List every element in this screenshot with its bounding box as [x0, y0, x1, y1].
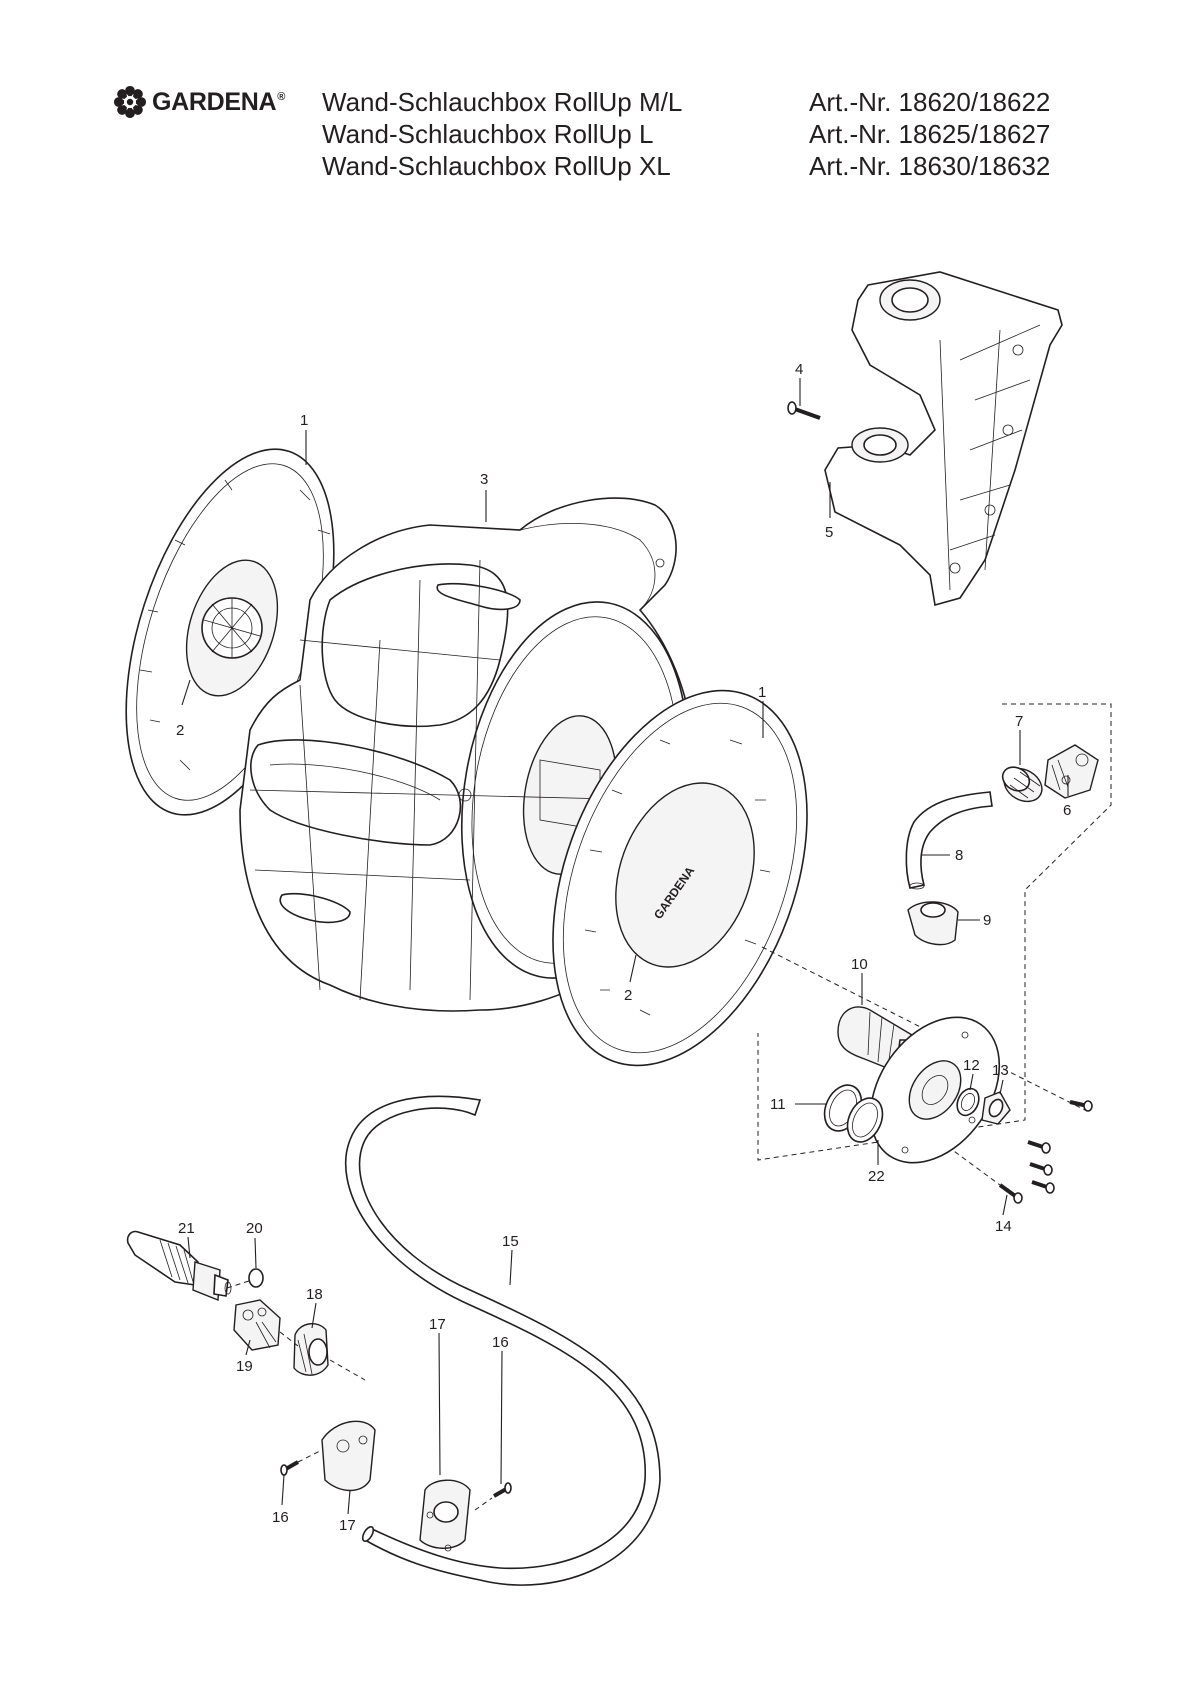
part-label: 2: [624, 987, 632, 1004]
part-label: 13: [992, 1062, 1009, 1079]
part-number-labels: 1 2 3 4 5 1 2 7 6 8 9 10 11 12 13 14 22 …: [176, 361, 1071, 1534]
product-name: Wand-Schlauchbox RollUp XL: [322, 151, 671, 181]
part-label: 16: [492, 1334, 509, 1351]
part-label: 10: [851, 956, 868, 973]
product-name: Wand-Schlauchbox RollUp L: [322, 119, 654, 149]
small-screws-drawing: [998, 1100, 1093, 1204]
small-o-ring-drawing: [248, 1268, 264, 1288]
part-label: 3: [480, 471, 488, 488]
coupling-nut-drawing: [1001, 766, 1043, 803]
product-name: Wand-Schlauchbox RollUp M/L: [322, 87, 683, 117]
brand-name: GARDENA®: [152, 87, 286, 116]
flange-plate-drawing: [869, 1016, 1001, 1164]
part-label: 21: [178, 1220, 195, 1237]
part-label: 9: [983, 912, 991, 929]
part-label: 12: [963, 1057, 980, 1074]
side-cover-right-drawing: GARDENA: [552, 689, 808, 1067]
article-number: Art.-Nr. 18625/18627: [809, 119, 1051, 149]
hose-coupling-nut-drawing: [293, 1323, 329, 1376]
part-label: 22: [868, 1168, 885, 1185]
part-label: 1: [758, 684, 766, 701]
part-label: 4: [795, 361, 803, 378]
article-number: Art.-Nr. 18620/18622: [809, 87, 1051, 117]
hose-clamp-lower-drawing: [321, 1420, 376, 1492]
gardena-flower-icon: [114, 86, 146, 118]
part-label: 7: [1015, 713, 1023, 730]
part-label: 11: [770, 1096, 786, 1113]
assembly-dashed-lines: [226, 1279, 493, 1511]
part-label: 14: [995, 1218, 1012, 1235]
part-label: 17: [339, 1517, 356, 1534]
part-label: 8: [955, 847, 963, 864]
document-header: GARDENA® Wand-Schlauchbox RollUp M/L Art…: [0, 0, 1200, 200]
part-label: 16: [272, 1509, 289, 1526]
part-label: 2: [176, 722, 184, 739]
part-label: 6: [1063, 802, 1071, 819]
part-label: 5: [825, 524, 833, 541]
part-label: 18: [306, 1286, 323, 1303]
ring-drawing: [956, 1087, 980, 1117]
clamp-screws-drawing: [280, 1460, 512, 1498]
part-label: 1: [300, 412, 308, 429]
gardena-logo: GARDENA®: [112, 84, 285, 120]
hose-connector-drawing: [233, 1299, 281, 1351]
main-hose-drawing: [345, 1095, 661, 1586]
o-rings-drawing: [823, 1084, 884, 1143]
part-label: 19: [236, 1358, 253, 1375]
spray-nozzle-drawing: [126, 1230, 232, 1302]
connector-drawing: [1044, 744, 1099, 799]
part-label: 20: [246, 1220, 263, 1237]
nut-drawing: [981, 1091, 1011, 1125]
connection-hose-drawing: [905, 791, 993, 890]
wall-bracket-drawing: [824, 271, 1063, 607]
hose-clamp-upper-drawing: [419, 1479, 471, 1552]
part-label: 15: [502, 1233, 519, 1250]
article-number: Art.-Nr. 18630/18632: [809, 151, 1051, 181]
hose-guide-drawing: [907, 901, 959, 946]
leader-lines: [181, 378, 1069, 1515]
screw-drawing: [787, 401, 821, 420]
part-label: 17: [429, 1316, 446, 1333]
